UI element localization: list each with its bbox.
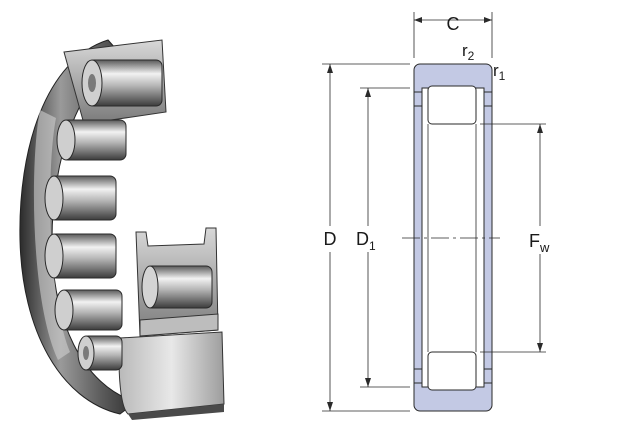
- cage-bar: [139, 313, 219, 337]
- roller-section-top: [427, 85, 477, 125]
- roller-section-bottom: [427, 351, 477, 391]
- roller-front: [141, 265, 213, 309]
- label-c: C: [447, 14, 460, 34]
- flange-bottom-left: [413, 368, 423, 384]
- roller: [77, 335, 123, 371]
- flange-top-right: [483, 91, 493, 107]
- roller: [54, 289, 123, 331]
- rollers: [44, 59, 163, 371]
- label-r2: r2: [462, 41, 475, 63]
- flange-bottom-right: [483, 368, 493, 384]
- roller: [44, 175, 117, 221]
- roller: [56, 119, 127, 161]
- roller: [44, 233, 117, 279]
- label-r1: r1: [493, 61, 506, 83]
- flange-top-left: [413, 91, 423, 107]
- bearing-3d-illustration: [19, 39, 225, 420]
- outer-ring-front-edge: [128, 404, 224, 420]
- cross-section-drawing: [322, 12, 546, 412]
- outer-ring-front: [118, 331, 225, 415]
- outer-ring-face: [33, 110, 70, 360]
- label-fw: Fw: [529, 231, 550, 255]
- label-d1: D1: [356, 229, 376, 253]
- roller: [81, 59, 163, 107]
- label-d: D: [324, 229, 337, 249]
